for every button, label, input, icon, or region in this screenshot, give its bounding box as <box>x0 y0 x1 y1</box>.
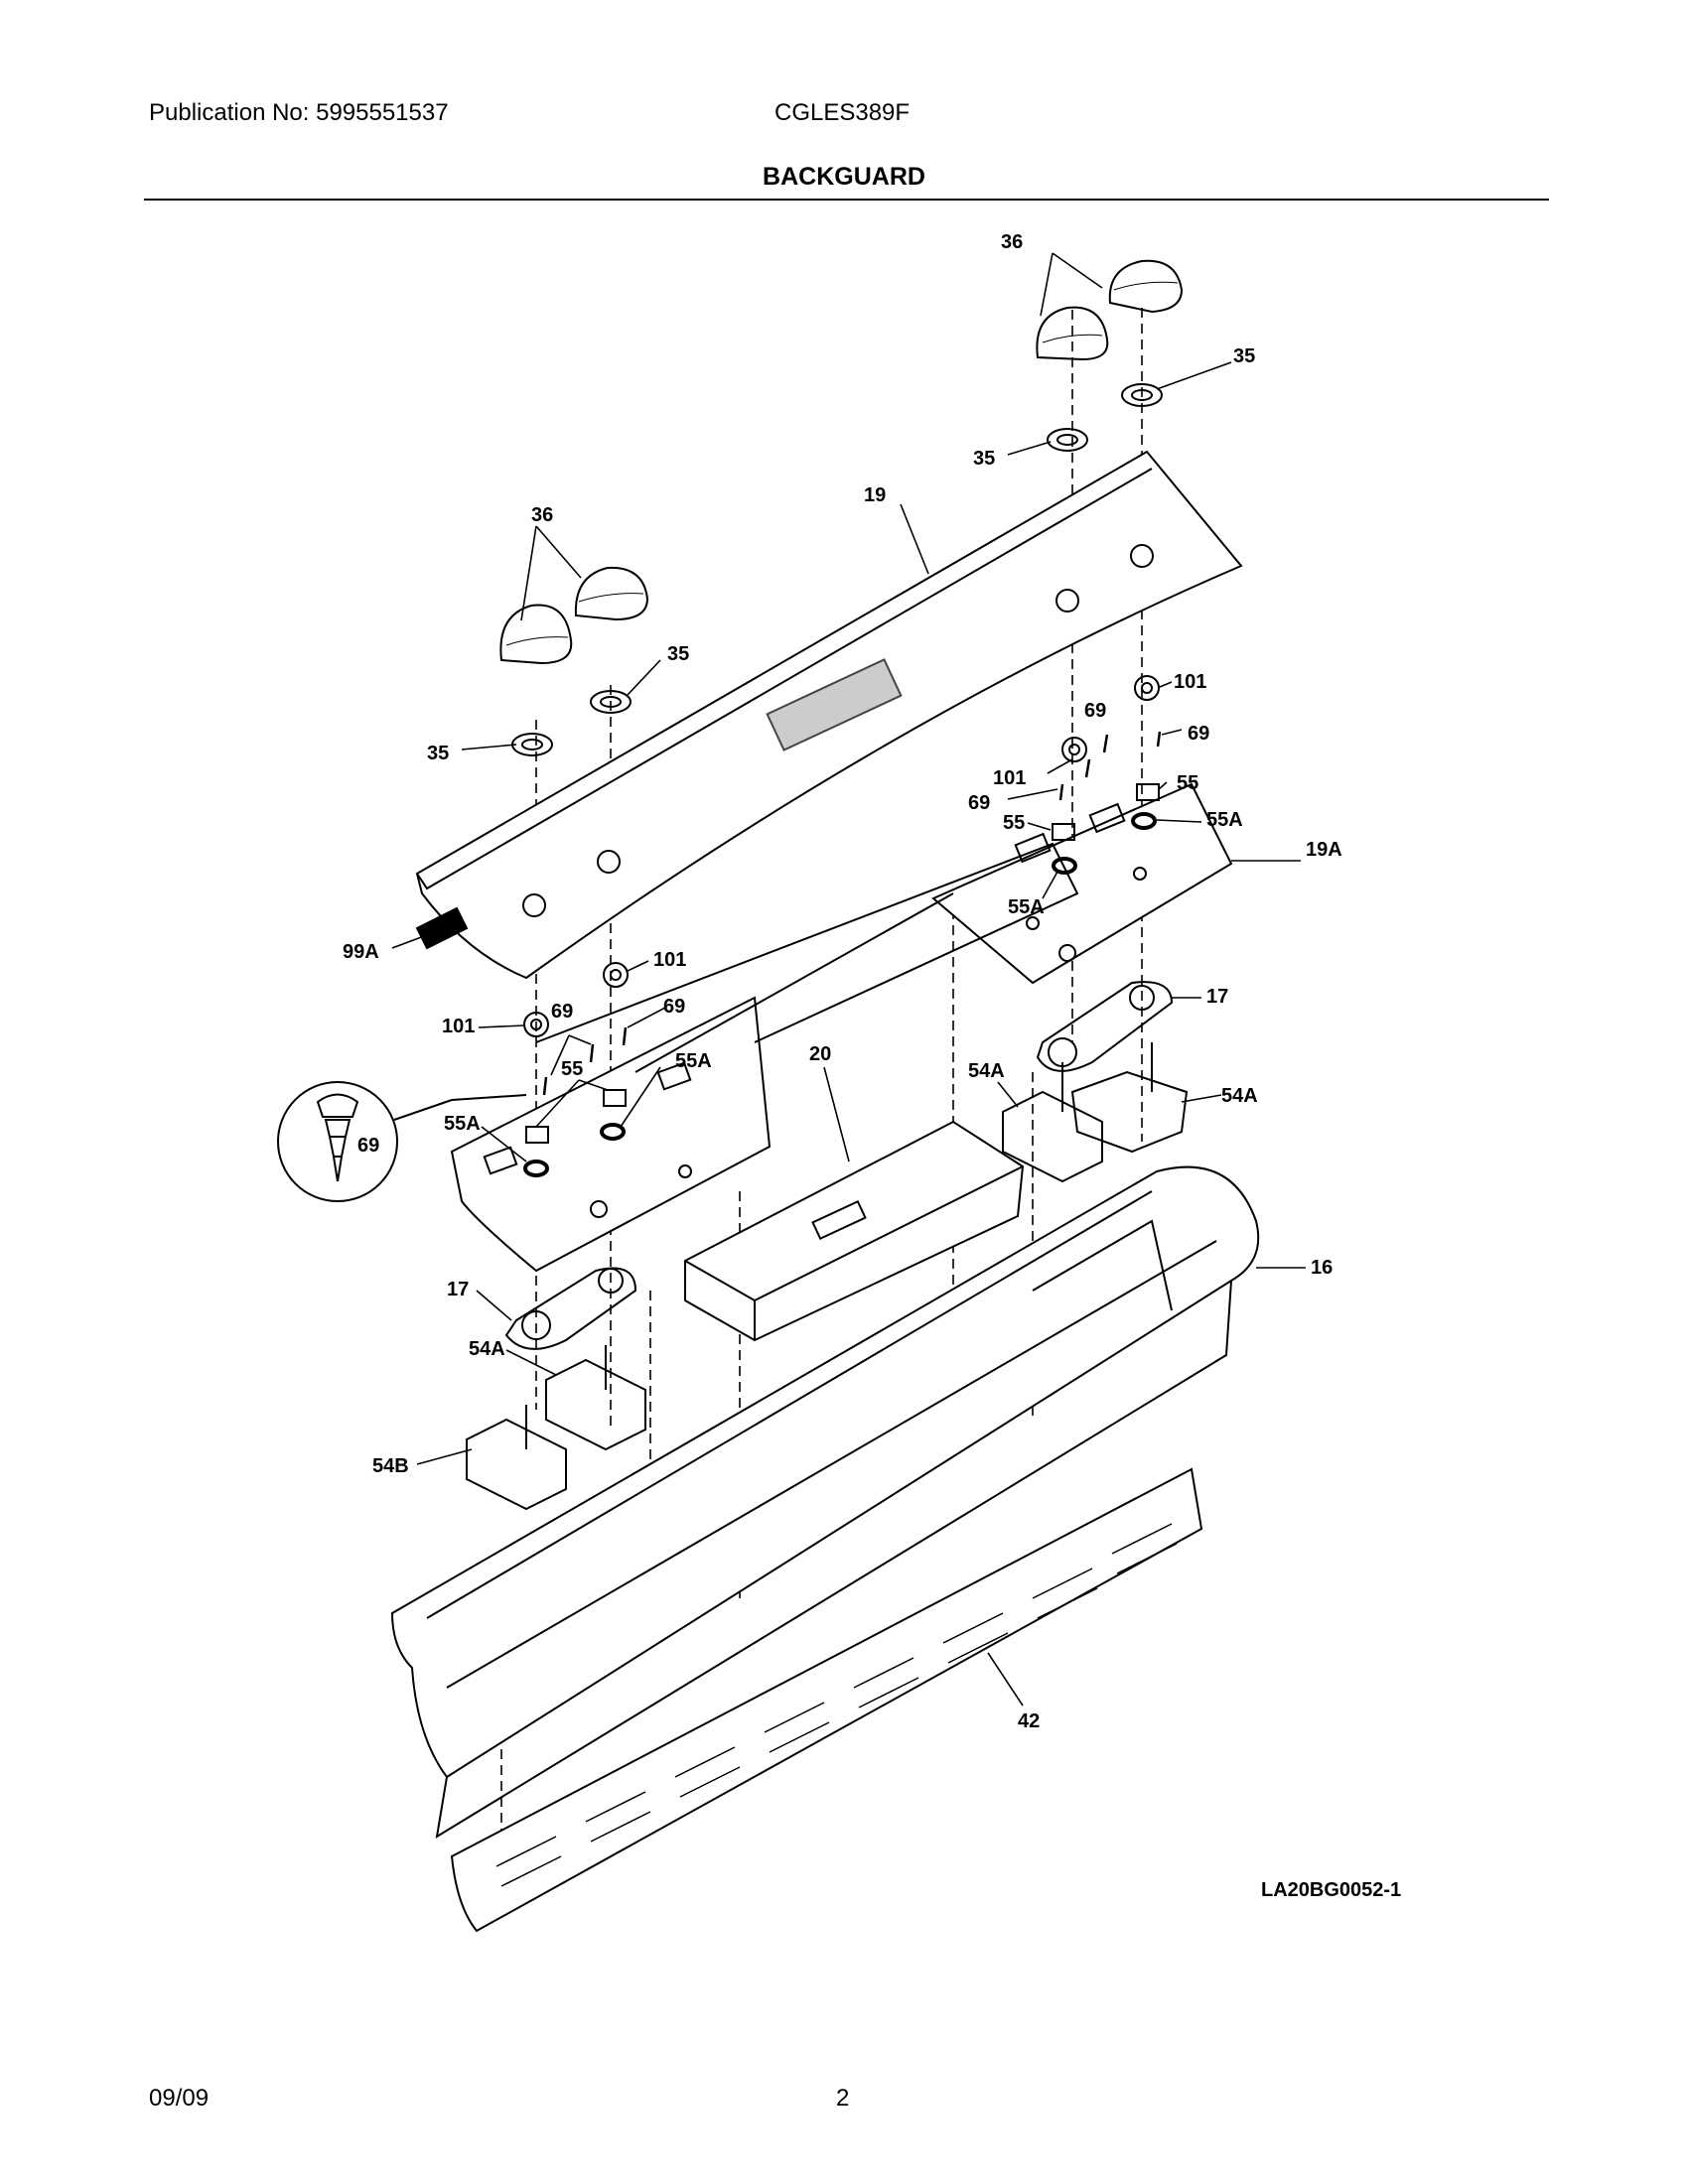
callout-35: 35 <box>1233 345 1255 367</box>
callout-17: 17 <box>1206 986 1228 1008</box>
title-rule <box>144 199 1549 201</box>
callout-69-detail: 69 <box>357 1135 379 1157</box>
callout-42: 42 <box>1018 1710 1040 1732</box>
callout-101: 101 <box>653 949 686 971</box>
callout-55: 55 <box>561 1058 583 1080</box>
screw-69 <box>542 731 1162 1096</box>
callout-55A: 55A <box>1206 809 1243 831</box>
callout-16: 16 <box>1311 1257 1333 1279</box>
callout-36: 36 <box>531 504 553 526</box>
callout-69: 69 <box>1084 700 1106 722</box>
callout-69: 69 <box>663 996 685 1018</box>
backguard-shell-16 <box>390 1165 1260 1839</box>
electronic-control-20 <box>684 1120 1025 1342</box>
left-control-board <box>450 996 772 1273</box>
switch-54A <box>545 1042 1189 1451</box>
callout-35: 35 <box>667 643 689 665</box>
screw-detail-circle <box>277 1081 527 1202</box>
callout-101: 101 <box>442 1016 475 1037</box>
control-panel-19 <box>415 450 1243 980</box>
footer-date: 09/09 <box>149 2085 210 2112</box>
callout-55A: 55A <box>1008 896 1045 918</box>
callout-101: 101 <box>1174 671 1206 693</box>
callout-55A: 55A <box>675 1050 712 1072</box>
publication-number: Publication No: 5995551537 <box>149 99 449 126</box>
callout-69: 69 <box>1188 723 1209 745</box>
right-control-board-19A <box>931 782 1233 985</box>
model-number: CGLES389F <box>774 99 911 126</box>
nut-101 <box>523 675 1160 1037</box>
overlay-99A <box>415 906 469 950</box>
knob-36-upper <box>1036 259 1184 361</box>
ring-55A <box>523 812 1157 1177</box>
callout-99A: 99A <box>343 941 379 963</box>
bezel-35 <box>511 383 1163 756</box>
callout-35: 35 <box>973 448 995 470</box>
callout-55: 55 <box>1177 772 1198 794</box>
callout-19: 19 <box>864 484 886 506</box>
callout-55A: 55A <box>444 1113 481 1135</box>
callout-54A: 54A <box>968 1060 1005 1082</box>
page-number: 2 <box>836 2085 850 2112</box>
callout-36: 36 <box>1001 231 1023 253</box>
callout-101: 101 <box>993 767 1026 789</box>
callout-69: 69 <box>968 792 990 814</box>
callout-35: 35 <box>427 743 449 764</box>
page-title: BACKGUARD <box>763 163 925 191</box>
knob-36-lower <box>499 566 649 665</box>
callout-labels: 36 35 35 19 36 35 35 99A 19A 101 69 69 5… <box>343 231 1401 1901</box>
callout-17: 17 <box>447 1279 469 1300</box>
callout-54A: 54A <box>1221 1085 1258 1107</box>
vent-trim-42 <box>450 1467 1203 1933</box>
switch-54B <box>466 1405 567 1511</box>
callout-54A: 54A <box>469 1338 505 1360</box>
leader-lines <box>391 252 1306 1706</box>
callout-55: 55 <box>1003 812 1025 834</box>
callout-69: 69 <box>551 1001 573 1023</box>
callout-19A: 19A <box>1306 839 1342 861</box>
panel-trim <box>535 842 1079 1073</box>
callout-20: 20 <box>809 1043 831 1065</box>
bracket-17 <box>504 981 1174 1350</box>
drawing-id: LA20BG0052-1 <box>1261 1879 1401 1901</box>
callout-54B: 54B <box>372 1455 409 1477</box>
